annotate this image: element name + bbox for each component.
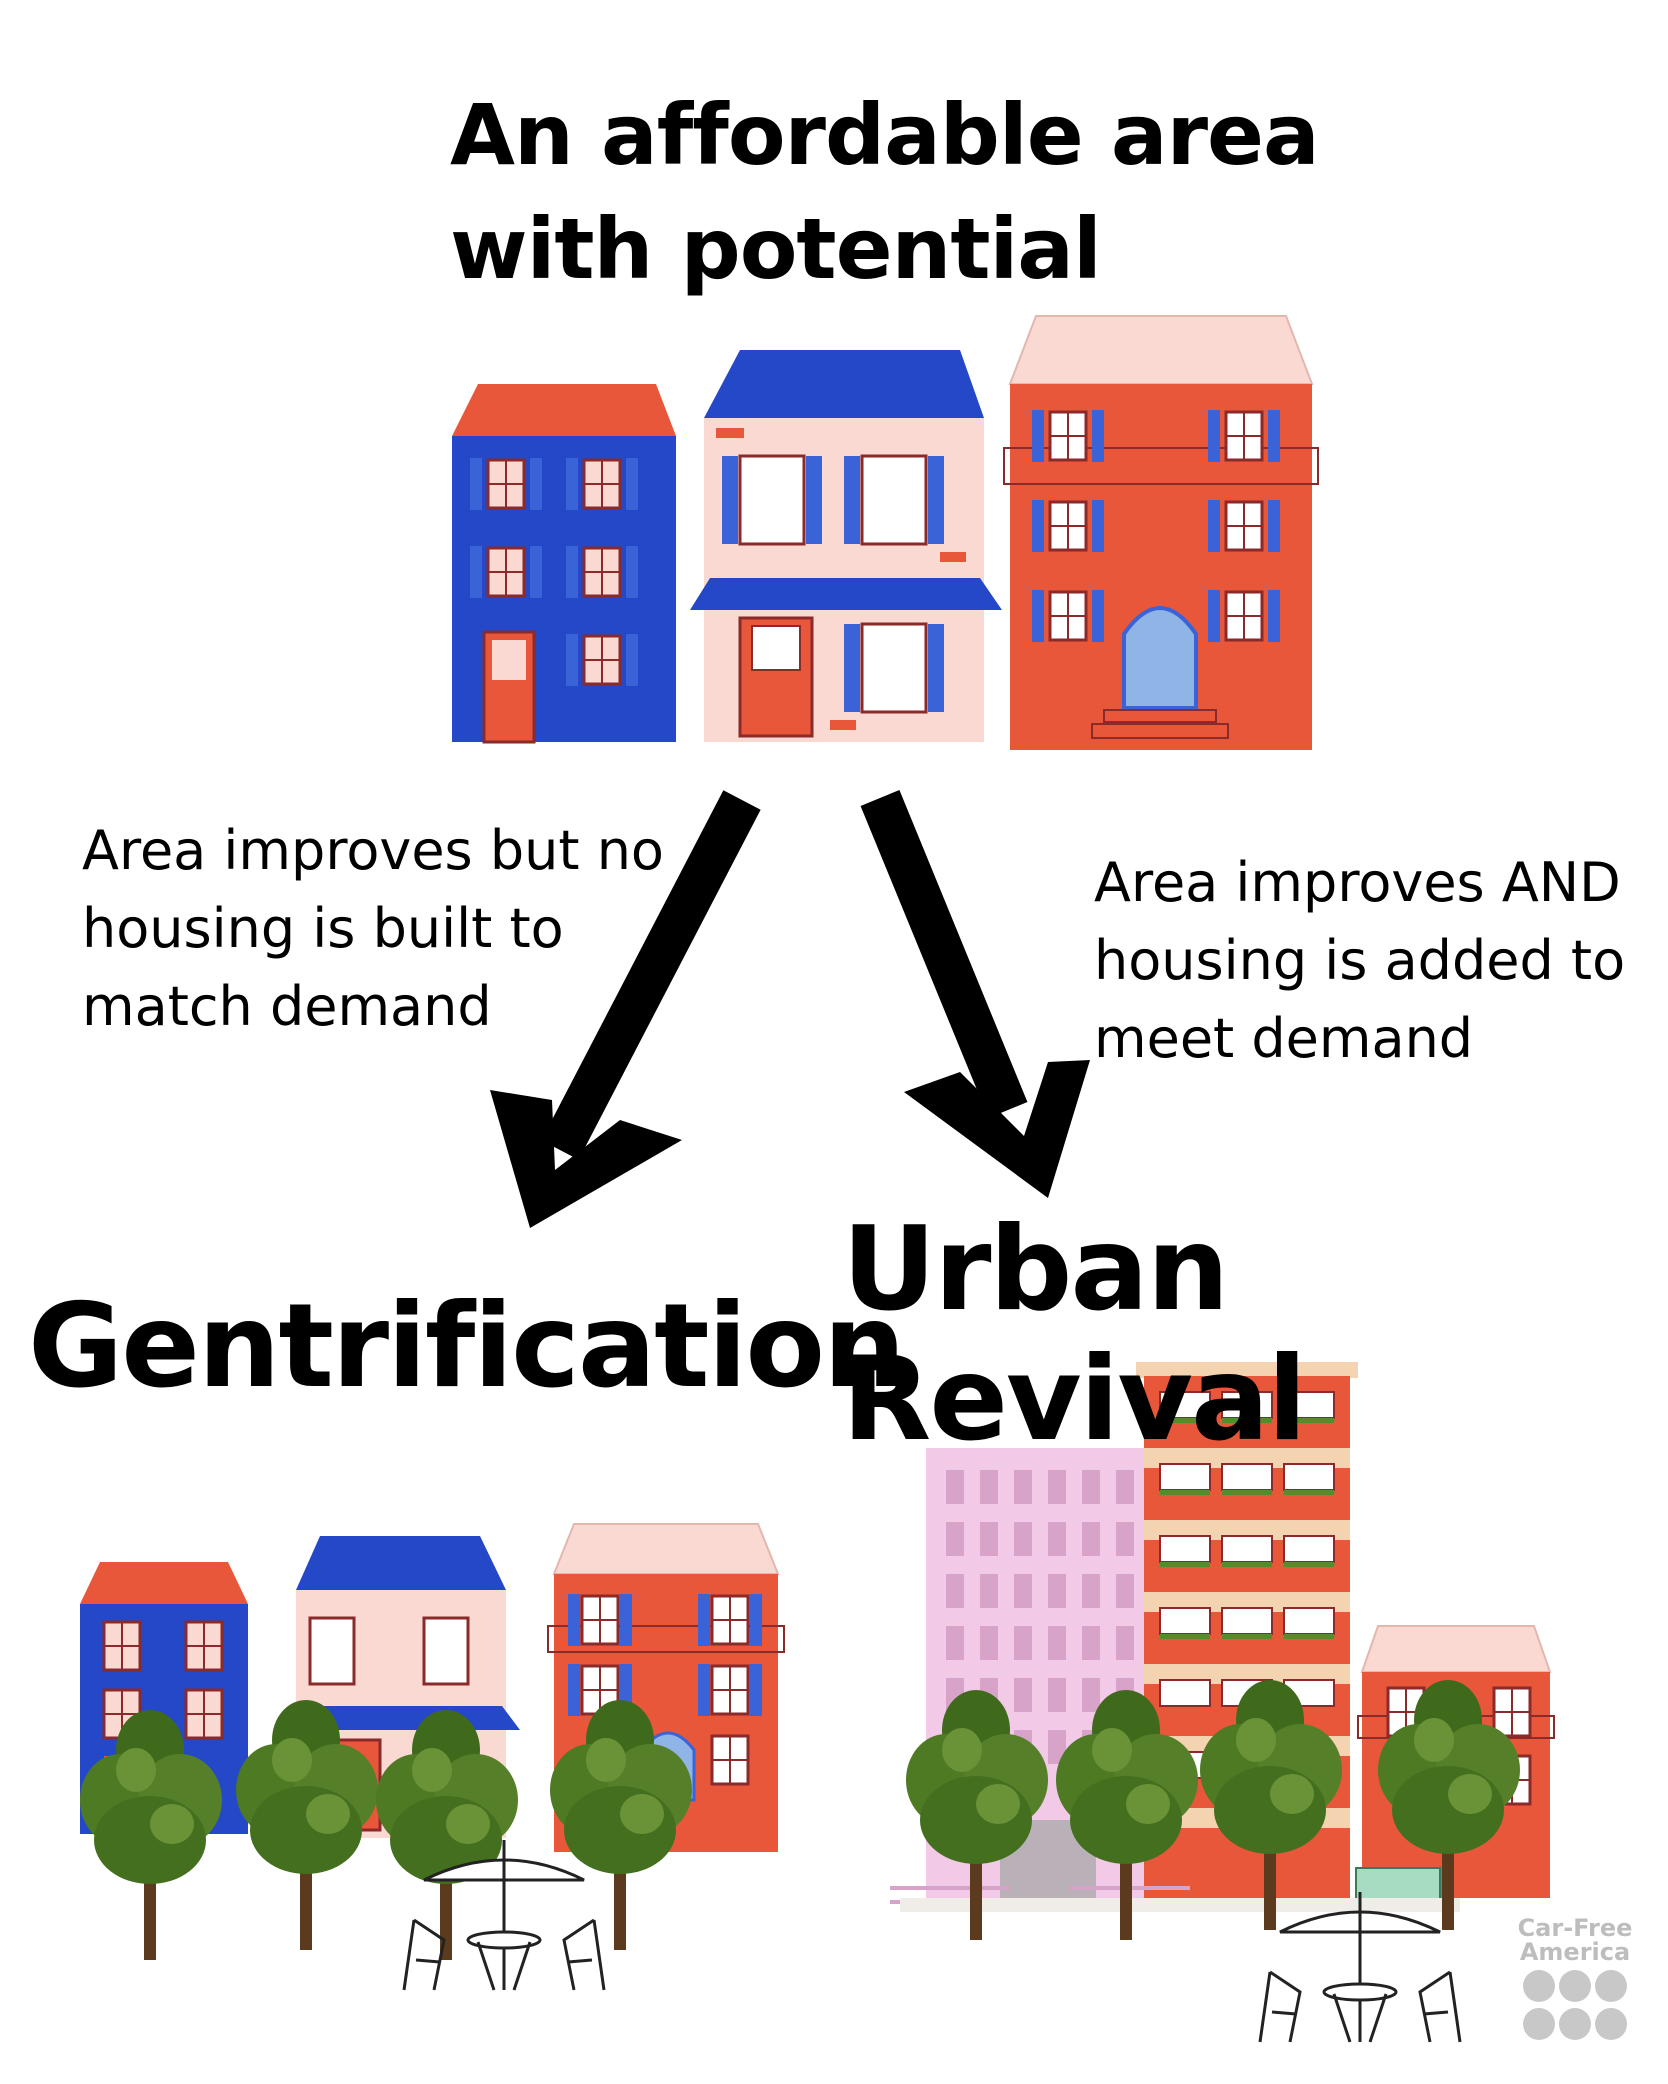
cafe-table-icon — [1258, 1890, 1462, 2044]
logo-badges — [1500, 2008, 1650, 2040]
walk-icon — [1523, 1970, 1555, 2002]
left-branch-line: Area improves but no — [82, 819, 664, 882]
left-branch-line: housing is built to — [82, 897, 564, 960]
logo-text-line2: America — [1519, 1938, 1631, 1966]
logo-icon: Car-Free America — [1500, 1916, 1650, 2040]
pink-house-icon — [690, 350, 1002, 742]
main-title-line2: with potential — [450, 200, 1102, 298]
bus-icon — [1559, 1970, 1591, 2002]
left-arrow-icon — [490, 790, 761, 1228]
urban-revival-buildings — [890, 1362, 1555, 2044]
main-title-line1: An affordable area — [450, 86, 1320, 184]
right-arrow-icon — [860, 790, 1090, 1198]
right-branch-description: Area improves AND housing is added to me… — [1094, 844, 1625, 1078]
tram-icon — [1559, 2008, 1591, 2040]
logo-text-line1: Car-Free — [1517, 1914, 1633, 1942]
right-branch-line: Area improves AND — [1094, 851, 1621, 914]
gentrification-heading: Gentrification — [28, 1279, 906, 1414]
right-branch-line: meet demand — [1094, 1007, 1474, 1070]
urban-revival-heading: Urban Revival — [842, 1202, 1307, 1467]
red-house-icon — [1003, 315, 1319, 750]
left-branch-description: Area improves but no housing is built to… — [82, 812, 664, 1046]
train-icon — [1523, 2008, 1555, 2040]
metro-icon — [1595, 2008, 1627, 2040]
blue-house-icon — [452, 384, 676, 744]
bike-icon — [1595, 1970, 1627, 2002]
logo-badges — [1500, 1970, 1650, 2002]
gentrification-buildings — [80, 1523, 785, 1992]
main-title: An affordable area with potential — [450, 78, 1320, 306]
top-buildings — [452, 315, 1319, 750]
left-branch-line: match demand — [82, 975, 492, 1038]
right-branch-line: housing is added to — [1094, 929, 1626, 992]
